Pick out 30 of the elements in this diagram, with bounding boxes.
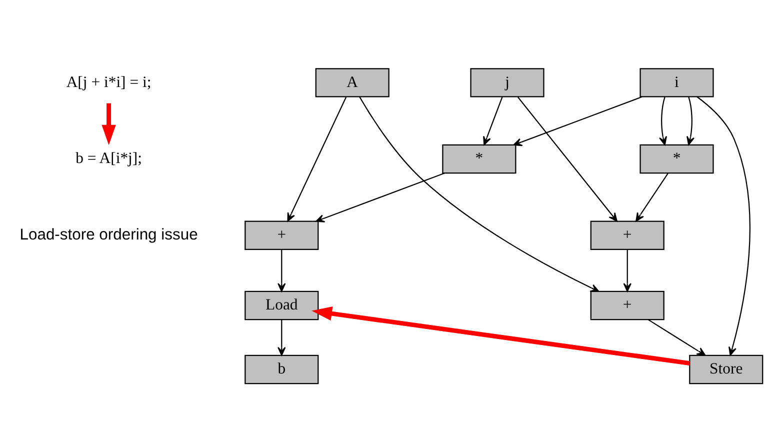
node-box: Store: [689, 354, 764, 384]
arrow: [483, 96, 503, 145]
node-box: A: [315, 68, 390, 97]
arrow: [659, 96, 667, 145]
node-box: +: [244, 220, 319, 250]
arrow: [623, 249, 632, 292]
node-box: +: [590, 220, 664, 250]
arrow: [278, 319, 286, 356]
node-box: *: [442, 144, 516, 174]
arrow: [648, 318, 706, 356]
node-box: Load: [244, 290, 319, 320]
arrow: [278, 249, 286, 292]
arrow: [316, 172, 445, 222]
node-box: i: [640, 68, 714, 97]
arrow: [312, 306, 690, 366]
node-box: +: [590, 290, 664, 320]
label: Load-store ordering issue: [20, 226, 198, 243]
arrow: [696, 96, 750, 356]
arrow: [636, 172, 668, 222]
node-box: j: [470, 68, 544, 97]
arrow: [359, 96, 600, 292]
node-text: A[j + i*i] = i;: [66, 73, 152, 90]
arrow: [513, 96, 642, 146]
arrow: [686, 96, 694, 145]
node-text: b = A[i*j];: [76, 150, 142, 167]
node-box: *: [640, 144, 714, 174]
arrow: [517, 96, 618, 222]
arrow: [102, 102, 116, 145]
node-box: b: [244, 354, 319, 384]
arrow: [287, 96, 347, 222]
